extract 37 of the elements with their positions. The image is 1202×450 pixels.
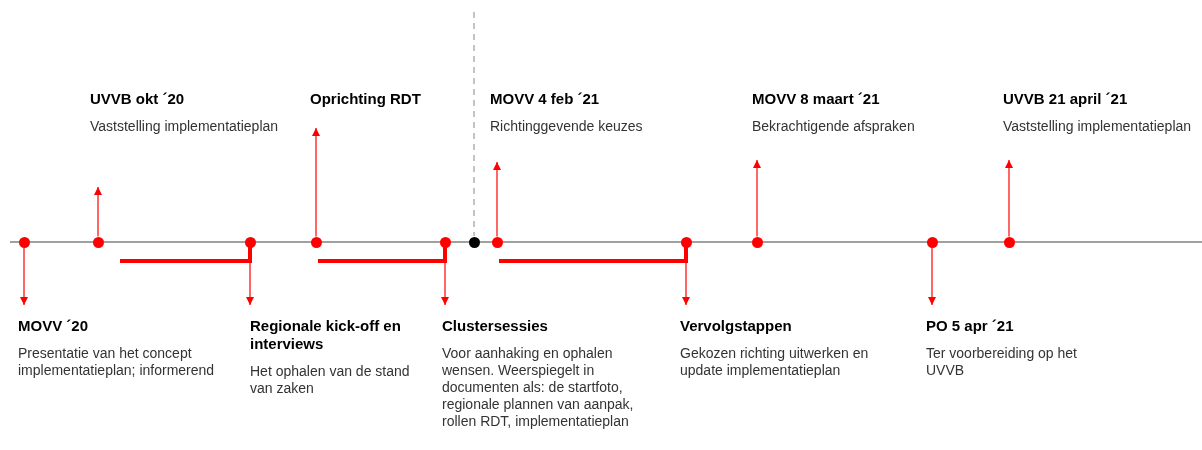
timeline-dot <box>18 236 30 248</box>
milestone-title: Regionale kick-off en interviews <box>250 317 402 353</box>
arrow <box>19 246 29 306</box>
milestone-title: PO 5 apr ´21 <box>926 317 1015 335</box>
milestone-description: Presentatie van het concept implementatieplan; informerend <box>18 345 216 379</box>
arrow <box>927 246 937 306</box>
milestone-description: Gekozen richting uitwerken en update implementatieplan <box>680 345 870 379</box>
milestone-description: Voor aanhaking en ophalen wensen. Weerspiegelt in documenten als: de startfoto, regionale plannen van aanpak, rollen RDT, implementatieplan <box>442 345 635 430</box>
milestone-title: Clustersessies <box>442 317 549 335</box>
milestone-title: MOVV 4 feb ´21 <box>490 90 601 108</box>
milestone-description: Ter voorbereiding op het UVVB <box>926 345 1078 379</box>
timeline-dot <box>1003 236 1015 248</box>
milestone-title: UVVB okt ´20 <box>90 90 186 108</box>
milestone-title: Vervolgstappen <box>680 317 793 335</box>
milestone-description: Het ophalen van de stand van zaken <box>250 363 411 397</box>
timeline-dot <box>751 236 763 248</box>
timeline-dot <box>491 236 503 248</box>
arrow <box>93 186 103 238</box>
timeline-dot <box>310 236 322 248</box>
milestone-title: Oprichting RDT <box>310 90 422 108</box>
milestone-title: MOVV 8 maart ´21 <box>752 90 881 108</box>
milestone-title: UVVB 21 april ´21 <box>1003 90 1129 108</box>
milestone-description: Richtinggevende keuzes <box>490 118 644 135</box>
timeline-dot <box>439 236 451 248</box>
timeline-dot <box>680 236 692 248</box>
milestone-description: Vaststelling implementatieplan <box>1003 118 1193 135</box>
milestone-description: Bekrachtigende afspraken <box>752 118 916 135</box>
milestone-title: MOVV ´20 <box>18 317 90 335</box>
arrow <box>311 127 321 238</box>
milestone-description: Vaststelling implementatieplan <box>90 118 280 135</box>
timeline-dot <box>244 236 256 248</box>
arrow <box>1004 159 1014 238</box>
timeline-dot <box>926 236 938 248</box>
arrow <box>752 159 762 238</box>
arrow <box>492 161 502 238</box>
timeline-dot <box>468 236 480 248</box>
timeline-dot <box>92 236 104 248</box>
